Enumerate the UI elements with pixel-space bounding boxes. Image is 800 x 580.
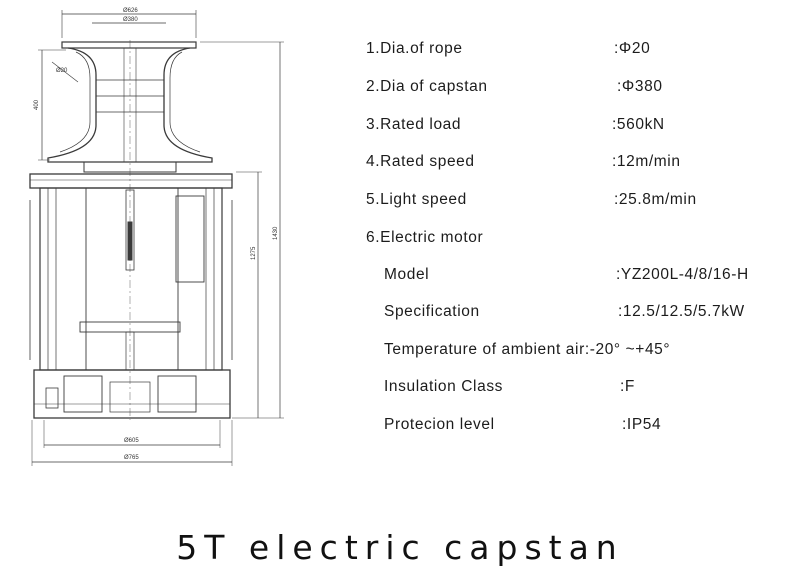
spec-label: 3.Rated load: [366, 116, 462, 133]
spec-label: 6.Electric motor: [366, 229, 484, 246]
spec-label: Insulation Class: [384, 378, 504, 395]
spec-value: :YZ200L-4/8/16-H: [616, 266, 749, 283]
spec-row: Temperature of ambient air:-20° ~+45°: [384, 341, 780, 363]
spec-row: Specification :12.5/12.5/5.7kW: [384, 303, 780, 325]
spec-label: 2.Dia of capstan: [366, 78, 488, 95]
spec-row: Model :YZ200L-4/8/16-H: [384, 266, 780, 288]
spec-value: :IP54: [622, 416, 662, 433]
spec-value: :Φ380: [617, 78, 663, 95]
spec-row: 5.Light speed :25.8m/min: [366, 191, 780, 213]
spec-label: Protecion level: [384, 416, 495, 433]
height-dimensions: 1275 1430: [200, 41, 284, 419]
spec-label: Specification: [384, 303, 480, 320]
spec-value: :560kN: [612, 116, 665, 133]
top-dimension: Ø626 Ø380: [61, 8, 197, 38]
spec-value: :F: [620, 378, 635, 395]
spec-row: 3.Rated load :560kN: [366, 116, 780, 138]
caption: 5T electric capstan: [176, 528, 624, 567]
dim-base-outer: Ø765: [124, 455, 139, 461]
capstan-body: [29, 173, 233, 371]
dim-rope-dia: Ø20: [56, 68, 68, 74]
spec-value: :Φ20: [614, 40, 651, 57]
spec-row: 1.Dia.of rope :Φ20: [366, 40, 780, 62]
spec-label: Temperature of ambient air:: [384, 341, 590, 358]
dim-body-height: 1275: [251, 246, 257, 260]
spec-row: 2.Dia of capstan :Φ380: [366, 78, 780, 100]
capstan-base: [33, 369, 231, 419]
spec-label: 1.Dia.of rope: [366, 40, 463, 57]
spec-value: :12.5/12.5/5.7kW: [618, 303, 745, 320]
spec-row: Insulation Class :F: [384, 378, 780, 400]
spec-value: :12m/min: [612, 153, 681, 170]
spec-row: 6.Electric motor: [366, 229, 780, 251]
capstan-head: [47, 40, 213, 420]
dim-total-height: 1430: [273, 226, 279, 240]
capstan-technical-drawing: Ø626 Ø380 400 Ø20: [29, 8, 284, 466]
spec-label: Model: [384, 266, 430, 283]
spec-row: Protecion level :IP54: [384, 416, 780, 438]
head-height-dimension: 400 Ø20: [34, 49, 79, 161]
dim-drum-width: Ø380: [123, 17, 138, 23]
dim-base-inner: Ø605: [124, 438, 139, 444]
spec-label: 5.Light speed: [366, 191, 467, 208]
spec-label: 4.Rated speed: [366, 153, 475, 170]
base-dimensions: Ø605 Ø765: [31, 420, 233, 466]
spec-value: :25.8m/min: [614, 191, 697, 208]
spec-row: 4.Rated speed :12m/min: [366, 153, 780, 175]
dim-head-height: 400: [34, 99, 40, 110]
dim-top-width: Ø626: [123, 8, 138, 14]
spec-value: -20° ~+45°: [589, 341, 671, 358]
